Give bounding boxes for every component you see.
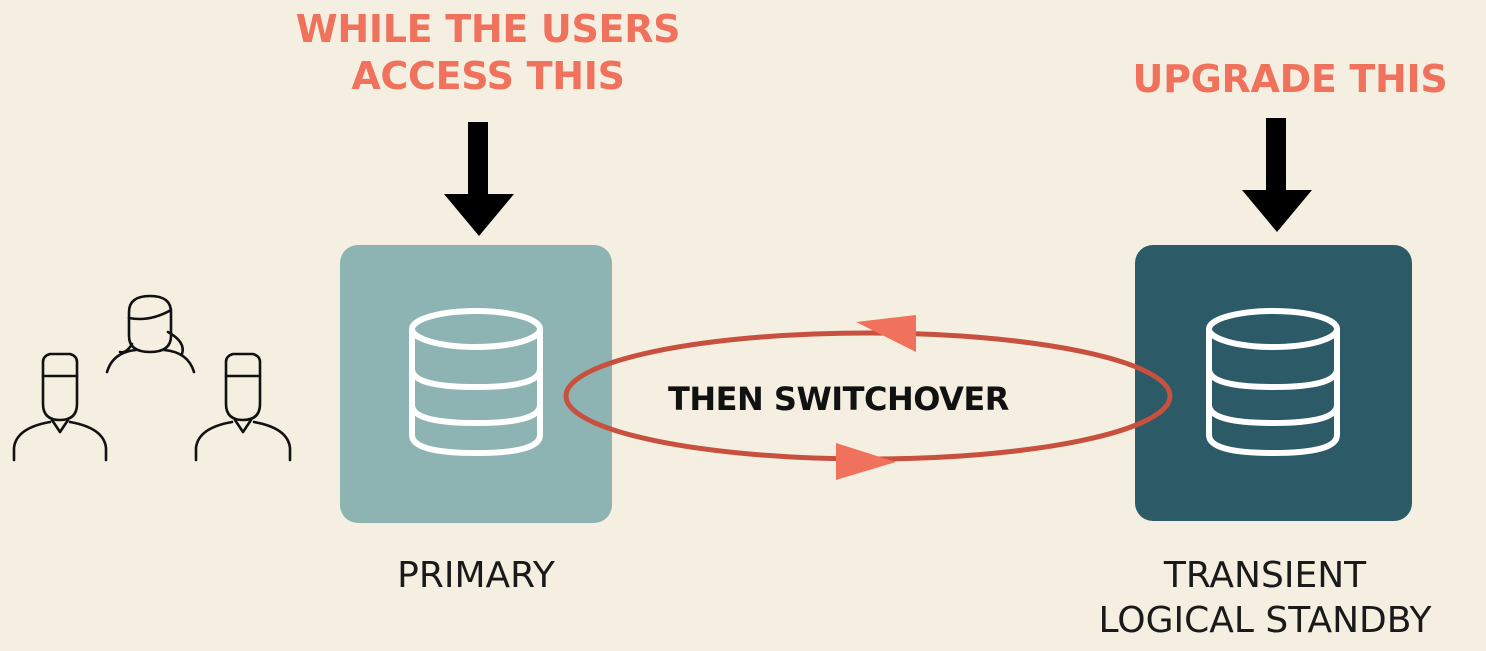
standby-down-arrow	[1242, 118, 1312, 232]
standby-top-label: UPGRADE THIS	[1132, 57, 1448, 101]
primary-database-box	[340, 245, 612, 523]
primary-top-label-line1: WHILE THE USERS	[295, 7, 681, 51]
standby-bottom-label: TRANSIENT LOGICAL STANDBY	[1050, 553, 1480, 643]
database-icon	[409, 308, 543, 456]
primary-bottom-label: PRIMARY	[397, 555, 555, 596]
arrow-left-icon	[856, 315, 916, 352]
standby-bottom-label-line2: LOGICAL STANDBY	[1098, 600, 1432, 641]
arrow-right-icon	[836, 443, 896, 480]
standby-bottom-label-line1: TRANSIENT	[1163, 555, 1367, 596]
primary-down-arrow	[444, 122, 514, 236]
switchover-label: THEN SWITCHOVER	[668, 380, 1009, 418]
primary-top-label: WHILE THE USERS ACCESS THIS	[268, 6, 708, 100]
standby-database-box	[1135, 245, 1412, 521]
users-icon	[12, 294, 292, 462]
database-icon	[1206, 308, 1340, 456]
primary-top-label-line2: ACCESS THIS	[351, 54, 625, 98]
switchover-cycle	[563, 315, 1173, 480]
